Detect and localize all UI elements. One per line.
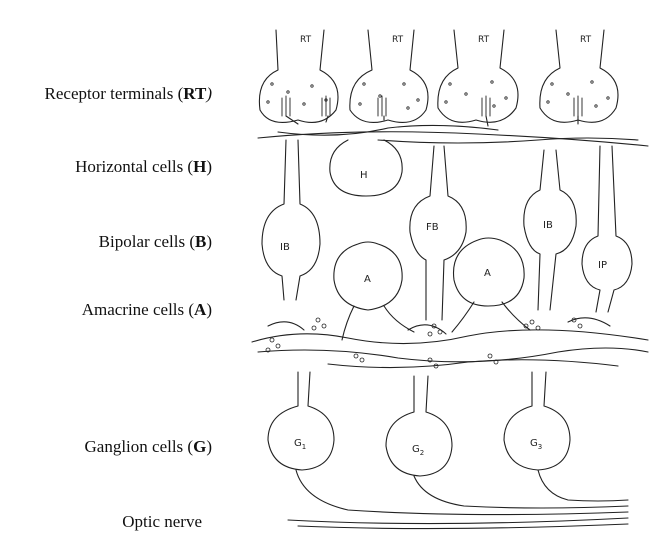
receptor-terminals: RT RT RT RT — [258, 29, 619, 123]
ganglion-cell-3: G3 — [503, 371, 629, 502]
label-ganglion-cells: Ganglion cells (G) — [84, 437, 213, 456]
ganglion-cell-1: G1 — [267, 371, 629, 516]
inner-plexiform-layer — [251, 317, 649, 369]
label-receptor-terminals: Receptor terminals (RT) — [44, 84, 212, 103]
ip-label: IP — [598, 260, 607, 271]
optic-nerve-fibers — [287, 517, 629, 530]
horizontal-cell: H — [329, 139, 403, 197]
bipolar-cell-fb: FB — [409, 145, 467, 321]
a-right-label: A — [484, 268, 491, 279]
retina-diagram: RT RT RT RT H IB FB IB IP — [251, 29, 649, 530]
ganglion-cell-2: G2 — [385, 375, 629, 509]
g3-label: G3 — [530, 438, 542, 451]
label-amacrine-cells: Amacrine cells (A) — [81, 300, 212, 319]
horizontal-processes — [257, 115, 649, 147]
bipolar-cell-ib-left: IB — [261, 139, 321, 301]
ib-left-label: IB — [280, 242, 290, 253]
rt-label-2: RT — [392, 35, 404, 45]
fb-label: FB — [426, 222, 439, 233]
label-optic-nerve: Optic nerve — [122, 512, 202, 531]
g1-label: G1 — [294, 438, 306, 451]
g2-label: G2 — [412, 444, 424, 457]
ib-right-label: IB — [543, 220, 553, 231]
bipolar-cell-ib-right: IB — [523, 149, 577, 311]
rt-label-3: RT — [478, 35, 490, 45]
rt-label-1: RT — [300, 35, 312, 45]
amacrine-cell-left: A — [333, 241, 415, 341]
a-left-label: A — [364, 274, 371, 285]
rt-label-4: RT — [580, 35, 592, 45]
label-bipolar-cells: Bipolar cells (B) — [98, 232, 212, 251]
amacrine-cell-right: A — [451, 237, 531, 333]
bipolar-cell-ip: IP — [581, 145, 633, 313]
label-horizontal-cells: Horizontal cells (H) — [75, 157, 212, 176]
h-label: H — [360, 170, 368, 181]
